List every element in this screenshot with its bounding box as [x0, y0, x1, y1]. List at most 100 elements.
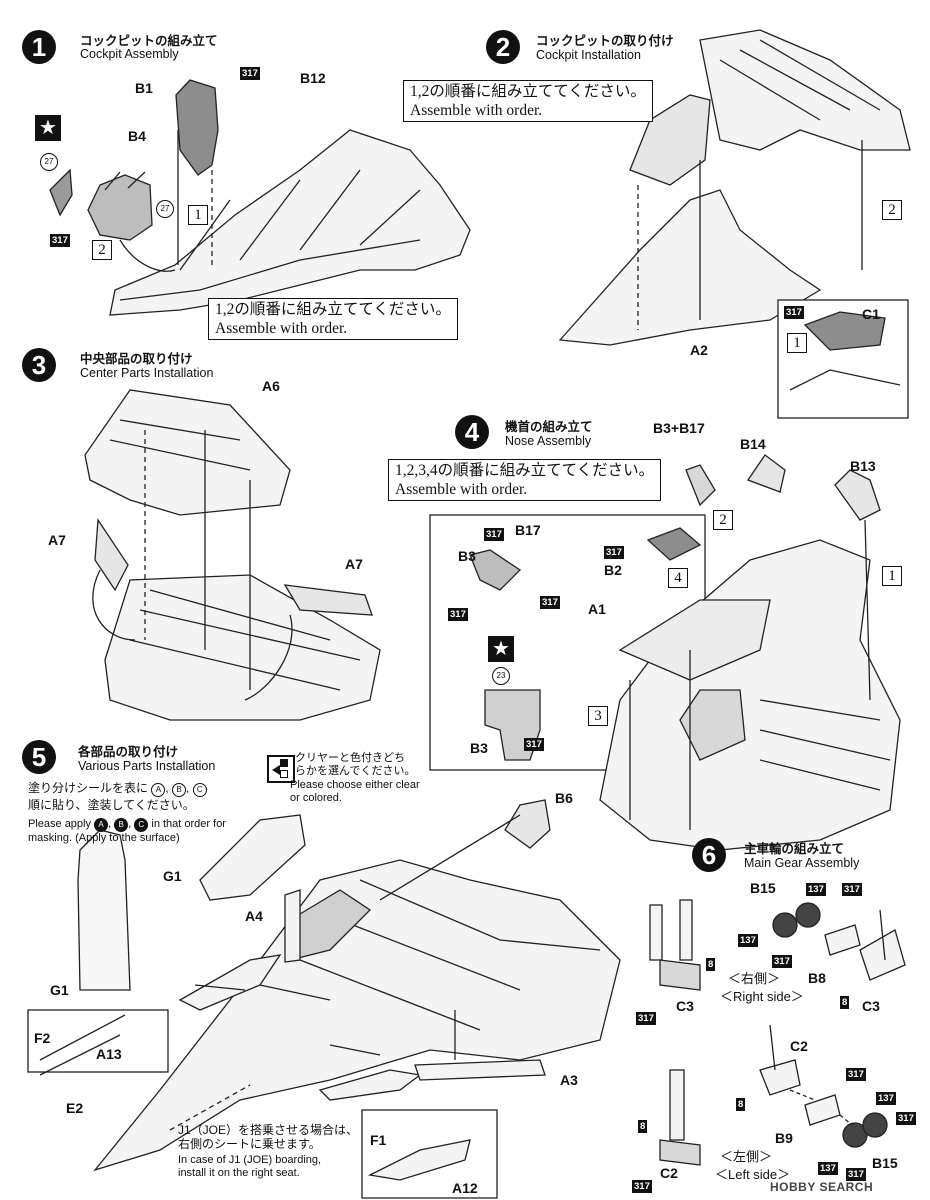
step-4-title-jp: 機首の組み立て — [505, 420, 593, 434]
decal-instruction-jp: 塗り分けシールを表に A, B, C — [28, 782, 207, 797]
decal-mark-c-en: C — [134, 818, 149, 832]
order-mark-4-step4: 4 — [668, 568, 688, 588]
decal-instruction-en-line1: Please apply A, B, C in that order for — [28, 818, 226, 832]
step-1-number: 1 — [22, 30, 56, 64]
watermark: HOBBY SEARCH — [770, 1180, 874, 1194]
j1-note-jp1: J1（JOE）を搭乗させる場合は、 — [178, 1123, 359, 1137]
paint-code-317-f: 317 — [632, 1180, 652, 1193]
step-2-title-jp: コックピットの取り付け — [536, 34, 674, 48]
part-label-b17: B17 — [515, 522, 541, 538]
part-label-b12: B12 — [300, 70, 326, 86]
decal-mark-a-en: A — [94, 818, 109, 832]
clear-note-jp2: らかを選んでください。 — [295, 765, 416, 777]
part-label-b3-upper: B3 — [458, 548, 476, 564]
left-side-label-jp: ＜左側＞ — [720, 1149, 773, 1164]
step2-order-note-jp: 1,2の順番に組み立ててください。 — [410, 83, 646, 100]
star-decal-icon-step4: ★ — [488, 636, 514, 662]
part-label-b9: B9 — [775, 1130, 793, 1146]
decal-number-27-b: 27 — [156, 200, 174, 218]
right-side-label-en: ＜Right side＞ — [720, 989, 804, 1004]
step4-order-note-en: Assemble with order. — [395, 481, 528, 498]
part-label-g1-canopy: G1 — [163, 868, 182, 884]
step-3-title-jp: 中央部品の取り付け — [80, 352, 193, 366]
paint-code-b3-upper: 317 — [448, 608, 468, 621]
part-label-a7-right: A7 — [345, 556, 363, 572]
paint-code-8-c: 8 — [736, 1098, 746, 1111]
step-4-title-en: Nose Assembly — [505, 434, 592, 448]
choice-arrow-icon — [267, 755, 295, 783]
step-2-number: 2 — [486, 30, 520, 64]
part-label-a4: A4 — [245, 908, 263, 924]
step-3-number: 3 — [22, 348, 56, 382]
step1-order-note: 1,2の順番に組み立ててください。 Assemble with order. — [208, 298, 458, 340]
step-1-title-en: Cockpit Assembly — [80, 47, 179, 61]
part-label-a13: A13 — [96, 1046, 122, 1062]
decal-instruction-en-order: in that order for — [151, 818, 226, 830]
paint-code-b17-a: 317 — [484, 528, 504, 541]
part-label-c1: C1 — [862, 306, 880, 322]
decal-instruction-jp-line2: 順に貼り、塗装してください。 — [28, 798, 195, 812]
j1-note-en2: install it on the right seat. — [178, 1167, 300, 1179]
part-label-a6: A6 — [262, 378, 280, 394]
paint-code-137-b: 137 — [738, 934, 758, 947]
step1-drawing — [49, 79, 471, 316]
order-mark-2-step4: 2 — [713, 510, 733, 530]
part-label-b4: B4 — [128, 128, 146, 144]
step-5-number: 5 — [22, 740, 56, 774]
step-3-title-en: Center Parts Installation — [80, 366, 214, 380]
part-label-a2: A2 — [690, 342, 708, 358]
paint-code-b2: 317 — [604, 546, 624, 559]
step2-order-note-en: Assemble with order. — [410, 102, 543, 119]
part-label-b8: B8 — [808, 970, 826, 986]
j1-note-en1: In case of J1 (JOE) boarding, — [178, 1154, 322, 1166]
decal-mark-c: C — [192, 783, 207, 797]
paint-code-8-b: 8 — [840, 996, 850, 1009]
decal-instruction-en-please: Please apply — [28, 818, 91, 830]
paint-code-b3-lower: 317 — [524, 738, 544, 751]
step3-drawing — [84, 389, 381, 721]
decal-mark-b-en: B — [114, 818, 129, 832]
paint-code-8-a: 8 — [706, 958, 716, 971]
part-label-f1: F1 — [370, 1132, 387, 1148]
part-label-a3: A3 — [560, 1072, 578, 1088]
part-label-g1-flat: G1 — [50, 982, 69, 998]
step-2-title-en: Cockpit Installation — [536, 48, 641, 62]
step-4-number: 4 — [455, 415, 489, 449]
decal-instruction-en-line3: masking. (Apply to the surface) — [28, 832, 180, 844]
part-label-c2-left-b: C2 — [660, 1165, 678, 1181]
order-mark-1-step1: 1 — [188, 205, 208, 225]
part-label-f2: F2 — [34, 1030, 51, 1046]
part-label-b14: B14 — [740, 436, 766, 452]
paint-code-317-c: 317 — [636, 1012, 656, 1025]
step-5-title-en: Various Parts Installation — [78, 759, 216, 773]
paint-code-317-b: 317 — [772, 955, 792, 968]
part-label-a12: A12 — [452, 1180, 478, 1196]
part-label-a1: A1 — [588, 601, 606, 617]
step4-order-note: 1,2,3,4の順番に組み立ててください。 Assemble with orde… — [388, 459, 662, 501]
part-label-b2: B2 — [604, 562, 622, 578]
step6-drawing — [649, 899, 906, 1166]
paint-code-b4: 317 — [50, 234, 70, 247]
paint-code-317-a: 317 — [842, 883, 862, 896]
paint-code-b17-b: 317 — [540, 596, 560, 609]
clear-note-en1: Please choose either clear — [290, 779, 420, 791]
right-side-label-jp: ＜右側＞ — [728, 971, 781, 986]
order-mark-2-step2: 2 — [882, 200, 902, 220]
paint-code-317-e: 317 — [896, 1112, 916, 1125]
j1-note-jp2: 右側のシートに乗せます。 — [178, 1137, 321, 1151]
order-mark-3-step4: 3 — [588, 706, 608, 726]
paint-code-b1: 317 — [240, 67, 260, 80]
part-label-b3-lower: B3 — [470, 740, 488, 756]
part-label-b15-left: B15 — [872, 1155, 898, 1171]
decal-mark-a: A — [151, 783, 166, 797]
part-label-c3-right-a: C3 — [676, 998, 694, 1014]
decal-instruction-jp-line1: 塗り分けシールを表に — [28, 781, 149, 795]
paint-code-317-g: 317 — [846, 1168, 866, 1181]
step2-drawing — [558, 29, 911, 419]
part-label-a7-left: A7 — [48, 532, 66, 548]
part-label-b15-right: B15 — [750, 880, 776, 896]
step1-order-note-jp: 1,2の順番に組み立ててください。 — [215, 301, 451, 318]
order-mark-2-step1: 2 — [92, 240, 112, 260]
step-5-title-jp: 各部品の取り付け — [78, 745, 179, 759]
paint-code-c1: 317 — [784, 306, 804, 319]
